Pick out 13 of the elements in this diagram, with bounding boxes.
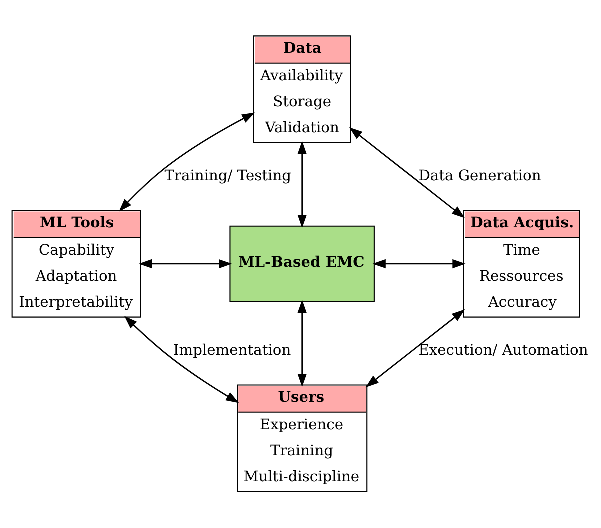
arrow: [124, 316, 240, 404]
arrow: [119, 112, 256, 212]
edge-label: Execution/ Automation: [418, 342, 588, 360]
arrow: [366, 310, 466, 388]
edge-label: Training/ Testing: [164, 168, 292, 185]
edge-label: Data Generation: [418, 168, 542, 185]
arrow: [138, 259, 232, 269]
arrow: [298, 300, 307, 388]
arrow: [298, 141, 307, 228]
edge-label: Implementation: [173, 342, 292, 360]
arrow: [372, 259, 466, 269]
node-box: ML-Based EMC: [230, 226, 375, 302]
arrow: [349, 128, 466, 218]
